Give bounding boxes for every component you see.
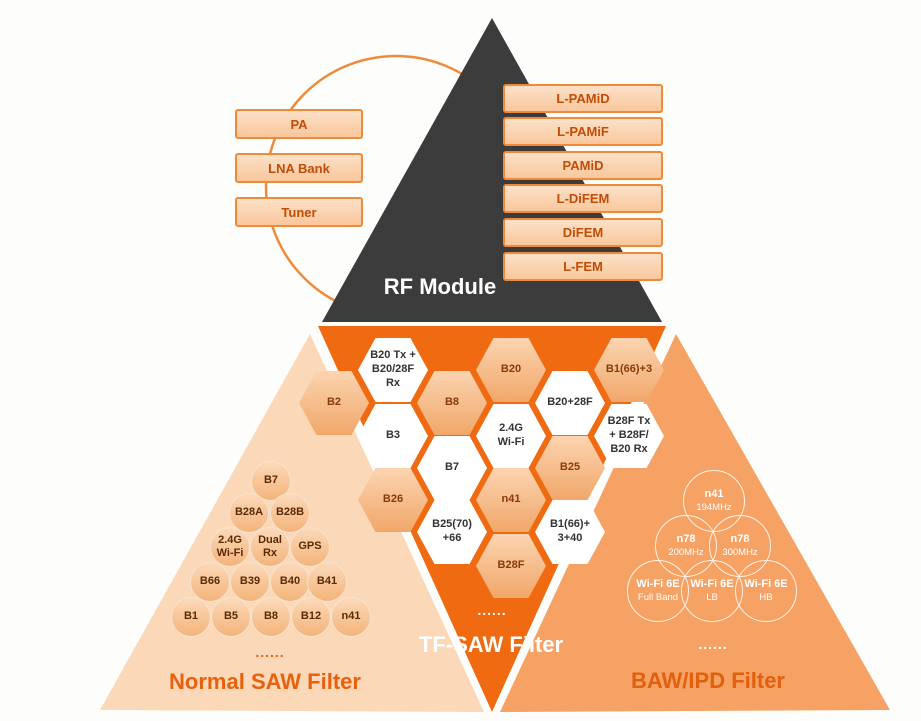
baw-circle-sub: LB	[706, 592, 718, 604]
tf-hex-label: n41	[501, 493, 521, 506]
tf-hex: B28F	[476, 534, 546, 598]
tf-hex: B25(70) +66	[417, 500, 487, 564]
tf-hex-label: B7	[444, 461, 460, 474]
baw-circle-sub: 200MHz	[668, 547, 704, 559]
tf-hex: B3	[358, 404, 428, 468]
rf-box-pamid: PAMiD	[503, 151, 663, 180]
tf-hex: B26	[358, 468, 428, 532]
tf-hex: B20 Tx + B20/28F Rx	[358, 338, 428, 402]
baw-ipd-title: BAW/IPD Filter	[630, 668, 785, 693]
tf-hex: B8	[417, 371, 487, 435]
saw-circle: n41	[331, 597, 371, 637]
tf-hex: B2	[299, 371, 369, 435]
baw-circle-sub: 194MHz	[696, 502, 732, 514]
tf-hex-label: B1(66)+3	[605, 363, 653, 376]
tf-hex-label: B25(70) +66	[432, 518, 472, 544]
baw-circle: Wi-Fi 6E Full Band	[627, 560, 689, 622]
baw-circle-main: n78	[676, 533, 696, 546]
tf-hex: B1(66)+3	[594, 338, 664, 402]
tf-hex-label: B20 Tx + B20/28F Rx	[370, 349, 416, 389]
baw-circle-sub: 300MHz	[722, 547, 758, 559]
tf-hex-label: B20+28F	[547, 396, 593, 409]
baw-circle-main: Wi-Fi 6E	[744, 578, 788, 591]
tf-hex: B28F Tx + B28F/ B20 Rx	[594, 404, 664, 468]
saw-circle: B66	[190, 562, 230, 602]
baw-circle-main: Wi-Fi 6E	[636, 578, 680, 591]
tf-hex-label: B28F	[497, 559, 525, 572]
baw-circle-main: n78	[730, 533, 750, 546]
saw-circle: GPS	[290, 527, 330, 567]
tf-saw-title: TF-SAW Filter	[418, 632, 564, 657]
saw-circle: Dual Rx	[250, 527, 290, 567]
saw-circle: B41	[307, 562, 347, 602]
tf-hex: B7	[417, 436, 487, 500]
saw-circle: B28A	[229, 493, 269, 533]
tf-hex-label: B26	[382, 493, 404, 506]
tf-hex: B25	[535, 436, 605, 500]
tf-hex-label: B28F Tx + B28F/ B20 Rx	[607, 415, 651, 455]
tf-hex-label: B8	[444, 396, 460, 409]
normal-saw-title: Normal SAW Filter	[169, 669, 361, 694]
saw-circle: B28B	[270, 493, 310, 533]
rf-box-pa: PA	[235, 109, 363, 139]
rf-box-l-pamid: L-PAMiD	[503, 84, 663, 113]
tf-hex-label: B2	[326, 396, 342, 409]
saw-circle: B8	[251, 597, 291, 637]
baw-circle-sub: Full Band	[637, 592, 679, 604]
rf-box-l-difem: L-DiFEM	[503, 184, 663, 213]
baw-circle: Wi-Fi 6E HB	[735, 560, 797, 622]
rf-box-l-pamif: L-PAMiF	[503, 117, 663, 146]
tf-hex-label: B3	[385, 429, 401, 442]
tf-hex-label: B25	[559, 461, 581, 474]
rf-box-l-fem: L-FEM	[503, 252, 663, 281]
saw-circle: B40	[270, 562, 310, 602]
tf-hex: 2.4G Wi-Fi	[476, 404, 546, 468]
rf-box-difem: DiFEM	[503, 218, 663, 247]
saw-circle: B39	[230, 562, 270, 602]
rf-module-title: RF Module	[383, 274, 497, 299]
baw-ipd-more: ......	[698, 636, 728, 652]
baw-circle-sub: HB	[759, 592, 773, 604]
tf-hex-label: B1(66)+ 3+40	[549, 518, 591, 544]
rf-box-tuner: Tuner	[235, 197, 363, 227]
saw-circle: B1	[171, 597, 211, 637]
tf-hex: B20+28F	[535, 371, 605, 435]
tf-hex: n41	[476, 468, 546, 532]
saw-circle: B5	[211, 597, 251, 637]
baw-circle-main: Wi-Fi 6E	[690, 578, 734, 591]
tf-hex: B1(66)+ 3+40	[535, 500, 605, 564]
tf-hex-label: B20	[500, 363, 522, 376]
tf-saw-more: ......	[477, 602, 507, 618]
normal-saw-more: ......	[255, 644, 285, 660]
rf-box-lna-bank: LNA Bank	[235, 153, 363, 183]
tf-hex-label: 2.4G Wi-Fi	[497, 422, 525, 448]
saw-circle: B12	[291, 597, 331, 637]
tf-hex: B20	[476, 338, 546, 402]
baw-circle-main: n41	[704, 488, 724, 501]
baw-circle: Wi-Fi 6E LB	[681, 560, 743, 622]
saw-circle: 2.4G Wi-Fi	[210, 527, 250, 567]
